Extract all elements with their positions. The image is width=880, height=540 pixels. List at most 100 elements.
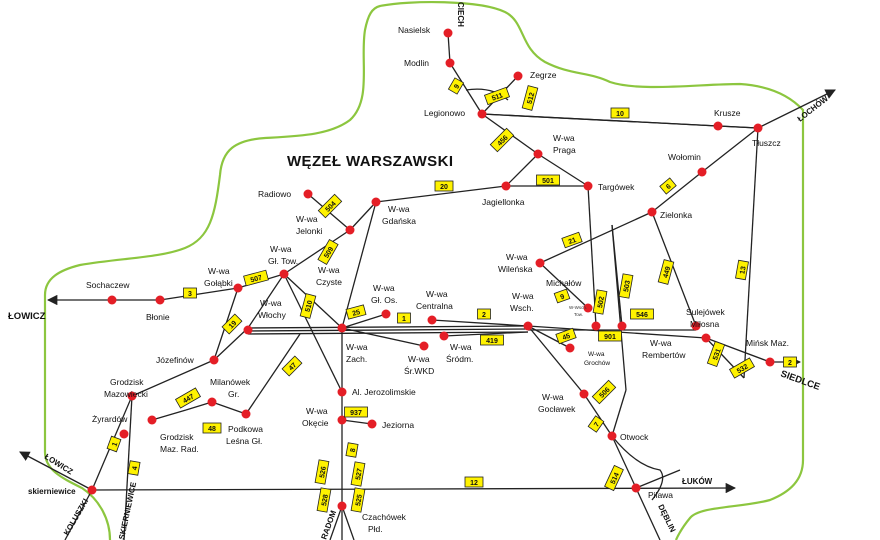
line-number-box xyxy=(477,308,491,320)
station-label: Milanówek xyxy=(210,377,251,387)
station-label: W-wa xyxy=(512,291,534,301)
station-dot[interactable] xyxy=(381,309,391,319)
line-number-box xyxy=(202,422,222,434)
station-dot[interactable] xyxy=(147,415,157,425)
station-dot[interactable] xyxy=(155,295,165,305)
station-dot[interactable] xyxy=(337,415,347,425)
station-dot[interactable] xyxy=(367,419,377,429)
station-dot[interactable] xyxy=(535,258,545,268)
station-dot[interactable] xyxy=(443,28,453,38)
station-dot[interactable] xyxy=(631,483,641,493)
station-label: W-wa xyxy=(260,298,282,308)
station-dot[interactable] xyxy=(337,387,347,397)
station-label: Michałów xyxy=(546,278,582,288)
station-dot[interactable] xyxy=(107,295,117,305)
station-dot[interactable] xyxy=(127,391,137,401)
line-number-badge: 546 xyxy=(630,308,654,320)
station-label: Gr. xyxy=(228,389,239,399)
station-dot[interactable] xyxy=(617,321,627,331)
station-dot[interactable] xyxy=(513,71,523,81)
station-label: Zielonka xyxy=(660,210,692,220)
station-dot[interactable] xyxy=(445,58,455,68)
line-number-badge: 501 xyxy=(536,174,560,186)
station-dot[interactable] xyxy=(697,167,707,177)
station-dot[interactable] xyxy=(209,355,219,365)
line-number-box xyxy=(521,85,539,111)
station-dot[interactable] xyxy=(607,431,617,441)
line-number-box xyxy=(598,330,622,342)
line-number-box xyxy=(106,435,122,453)
station-dot[interactable] xyxy=(371,197,381,207)
station-dot[interactable] xyxy=(233,283,243,293)
line-number-box xyxy=(350,461,366,487)
station-dot[interactable] xyxy=(419,341,429,351)
station-dot[interactable] xyxy=(87,485,97,495)
line-number-box xyxy=(183,287,197,299)
line-number-badge: 502 xyxy=(592,289,608,315)
station-dot[interactable] xyxy=(565,343,575,353)
station-label: Włochy xyxy=(258,310,287,320)
line-number-text: 509 xyxy=(323,246,335,260)
station-dot[interactable] xyxy=(533,149,543,159)
station-dot[interactable] xyxy=(303,189,313,199)
station-label: Okęcie xyxy=(302,418,329,428)
station-label: W-wa xyxy=(296,214,318,224)
station-dot[interactable] xyxy=(765,357,775,367)
station-label: Wsch. xyxy=(510,303,534,313)
line-number-badge: 449 xyxy=(657,259,675,285)
line-number-box xyxy=(659,177,677,195)
station-label: Radiowo xyxy=(258,189,291,199)
line-number-badge: 2 xyxy=(477,308,491,320)
station-dot[interactable] xyxy=(427,315,437,325)
line-number-badge: 9 xyxy=(553,288,571,304)
station-dot[interactable] xyxy=(691,321,701,331)
station-dot[interactable] xyxy=(279,269,289,279)
station-dot[interactable] xyxy=(477,109,487,119)
station-label: Czachówek xyxy=(362,512,407,522)
station-label: Jeziorna xyxy=(382,420,414,430)
station-dot[interactable] xyxy=(337,323,347,333)
line-number-badge: 9 xyxy=(447,77,465,95)
line-number-badge: 3 xyxy=(183,287,197,299)
station-label: Targówek xyxy=(598,182,635,192)
line-number-badge: 48 xyxy=(202,422,222,434)
station-label: Tłuszcz xyxy=(752,138,781,148)
station-dot[interactable] xyxy=(345,225,355,235)
line-number-badge: 13 xyxy=(735,259,749,281)
line-number-text: 45 xyxy=(562,333,572,342)
line-number-badge: 514 xyxy=(604,464,624,492)
station-label: Mińsk Maz. xyxy=(746,338,789,348)
station-label: W-wa xyxy=(346,342,368,352)
station-dot[interactable] xyxy=(241,409,251,419)
line-number-box xyxy=(345,304,367,320)
station-label: Śr.WKD xyxy=(404,365,434,376)
station-dot[interactable] xyxy=(439,331,449,341)
station-dot[interactable] xyxy=(523,321,533,331)
station-dot[interactable] xyxy=(713,121,723,131)
station-dot[interactable] xyxy=(583,303,593,313)
station-label: Nasielsk xyxy=(398,25,431,35)
station-dot[interactable] xyxy=(591,321,601,331)
station-label: skierniewice xyxy=(28,487,76,496)
station-dot[interactable] xyxy=(753,123,763,133)
line-number-badge: 45 xyxy=(555,327,577,345)
line-number-box xyxy=(489,127,515,153)
station-dot[interactable] xyxy=(243,325,253,335)
line-number-badge: 10 xyxy=(610,107,630,119)
station-dot[interactable] xyxy=(501,181,511,191)
station-label: Wołomin xyxy=(668,152,701,162)
station-label: Otwock xyxy=(620,432,649,442)
station-dot[interactable] xyxy=(119,429,129,439)
line-number-text: 507 xyxy=(250,275,263,285)
station-label: Praga xyxy=(553,145,576,155)
station-dot[interactable] xyxy=(701,333,711,343)
station-label: Modlin xyxy=(404,58,429,68)
station-dot[interactable] xyxy=(579,389,589,399)
line-number-text: 10 xyxy=(616,111,624,118)
station-dot[interactable] xyxy=(647,207,657,217)
line-number-badge: 12 xyxy=(464,476,484,488)
station-dot[interactable] xyxy=(337,501,347,511)
station-dot[interactable] xyxy=(583,181,593,191)
line-number-badge: 503 xyxy=(618,273,634,299)
station-dot[interactable] xyxy=(207,397,217,407)
